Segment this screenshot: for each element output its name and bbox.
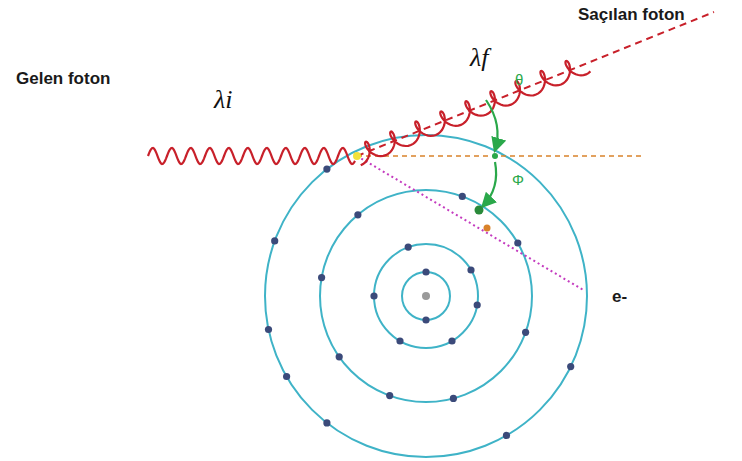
electron-dot <box>459 193 466 200</box>
reference-line <box>357 155 642 157</box>
electron-dot <box>283 373 290 380</box>
angle-label: Φ <box>512 172 524 189</box>
wavelength-label: λi <box>214 86 232 115</box>
collision-point <box>353 152 361 160</box>
electron-dot <box>567 363 574 370</box>
electron-dot <box>467 266 474 273</box>
angle-label: θ <box>515 72 523 89</box>
electrons <box>265 166 574 440</box>
electron-dot <box>323 166 330 173</box>
incident-wave <box>148 148 355 164</box>
electron-dot <box>396 337 403 344</box>
electron-path <box>357 156 585 291</box>
electron-dot <box>386 392 393 399</box>
electron-dot <box>474 301 481 308</box>
electron-dot <box>323 419 330 426</box>
electron-vacancy <box>484 225 491 232</box>
electron-dot <box>336 353 343 360</box>
scattered-photon-label: Saçılan foton <box>578 6 685 25</box>
electron-dot <box>271 237 278 244</box>
electron-dot <box>503 432 510 439</box>
electron-dot <box>422 316 429 323</box>
nucleus <box>422 292 430 300</box>
electron-dot <box>405 244 412 251</box>
incident-photon-label: Gelen foton <box>16 70 110 89</box>
electron-label: e- <box>612 288 627 307</box>
electron-dot <box>450 395 457 402</box>
electron-dot <box>265 326 272 333</box>
scattered-wave <box>361 61 591 165</box>
scattered-direction <box>357 12 714 156</box>
electron-dot <box>318 274 325 281</box>
electron-dot <box>422 268 429 275</box>
phi-arc <box>483 162 496 206</box>
ejected-electron <box>475 206 484 215</box>
electron-dot <box>514 239 521 246</box>
electron-dot <box>370 292 377 299</box>
electron-dot <box>522 329 529 336</box>
angle-point <box>492 153 498 159</box>
theta-arc <box>486 100 498 150</box>
electron-dot <box>448 337 455 344</box>
electron-dot <box>354 211 361 218</box>
electron-shells <box>265 135 587 457</box>
wavelength-label: λf <box>470 44 488 73</box>
